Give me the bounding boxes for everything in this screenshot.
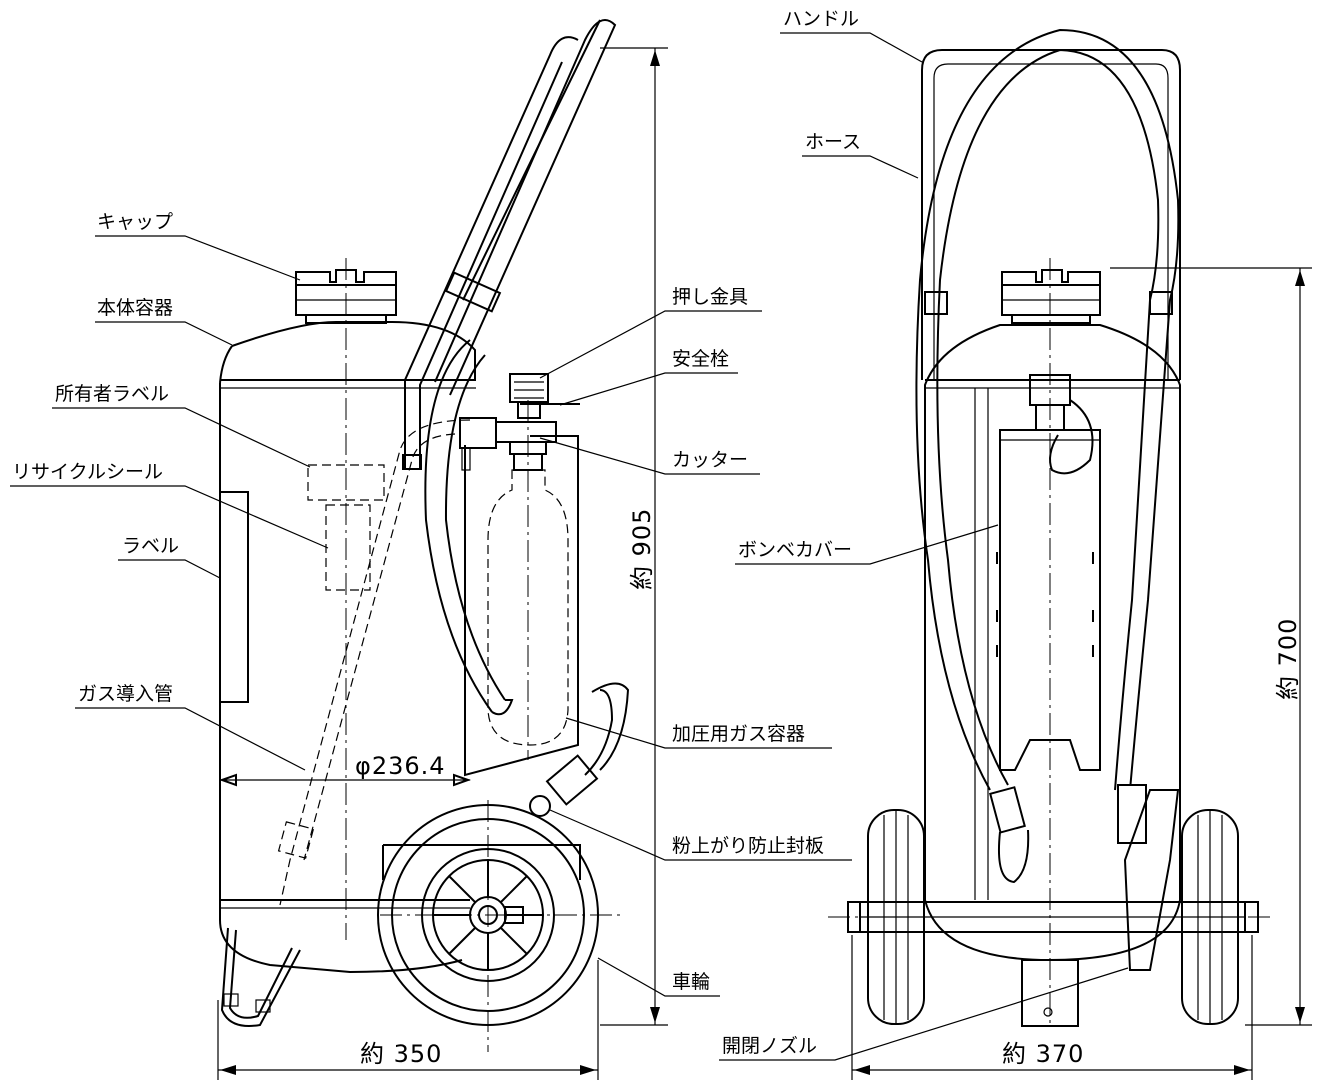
side-view: φ236.4 約 905 約 350 xyxy=(217,19,668,1080)
total-height-dimension: 約 905 xyxy=(628,508,656,590)
press-fitting-label: 押し金具 xyxy=(672,286,748,308)
nozzle-label: 開閉ノズル xyxy=(722,1035,817,1057)
cutter-label: カッター xyxy=(672,449,748,471)
label-label: ラベル xyxy=(122,535,179,557)
handle-label: ハンドル xyxy=(783,8,859,30)
stand-leg xyxy=(220,927,301,1027)
left-width-dimension: 約 350 xyxy=(360,1040,442,1068)
valve-assembly xyxy=(459,373,580,471)
body-label: 本体容器 xyxy=(97,297,173,319)
front-cap xyxy=(1001,269,1101,324)
handle-frame xyxy=(921,49,1181,380)
handle-bar xyxy=(404,36,579,470)
hose xyxy=(424,339,493,713)
right-width-dimension: 約 370 xyxy=(1002,1040,1084,1068)
wheel-label: 車輪 xyxy=(672,971,710,993)
owner-label-box xyxy=(307,464,385,501)
gas-tube xyxy=(279,419,471,906)
front-body xyxy=(924,324,1181,962)
gas-tube-label: ガス導入管 xyxy=(78,683,173,705)
hose-label: ホース xyxy=(805,131,861,153)
gas-container xyxy=(487,400,569,760)
front-cylinder-cover xyxy=(999,429,1101,771)
body-height-dimension: 約 700 xyxy=(1274,618,1302,700)
owner-label-label: 所有者ラベル xyxy=(55,383,169,405)
diameter-dimension: φ236.4 xyxy=(355,752,446,780)
front-hose xyxy=(915,28,1180,791)
anti-powder-seal-label: 粉上がり防止封板 xyxy=(672,835,824,857)
callouts: キャップ 本体容器 所有者ラベル リサイクルシール ラベル ガス導入管 押し金具… xyxy=(10,8,1129,1061)
recycle-seal-label: リサイクルシール xyxy=(12,461,163,483)
front-nozzle xyxy=(1123,789,1180,971)
wheel xyxy=(377,800,625,1052)
safety-pin-label: 安全栓 xyxy=(672,348,729,370)
anti-powder-seal xyxy=(529,795,551,817)
label-plate xyxy=(219,491,249,703)
cap-label: キャップ xyxy=(97,211,173,233)
recycle-seal-box xyxy=(325,504,371,591)
cylinder-cover-label: ボンベカバー xyxy=(738,539,852,561)
gas-container-label: 加圧用ガス容器 xyxy=(672,723,805,745)
cylinder-cover xyxy=(464,435,579,777)
nozzle-side xyxy=(529,682,630,817)
